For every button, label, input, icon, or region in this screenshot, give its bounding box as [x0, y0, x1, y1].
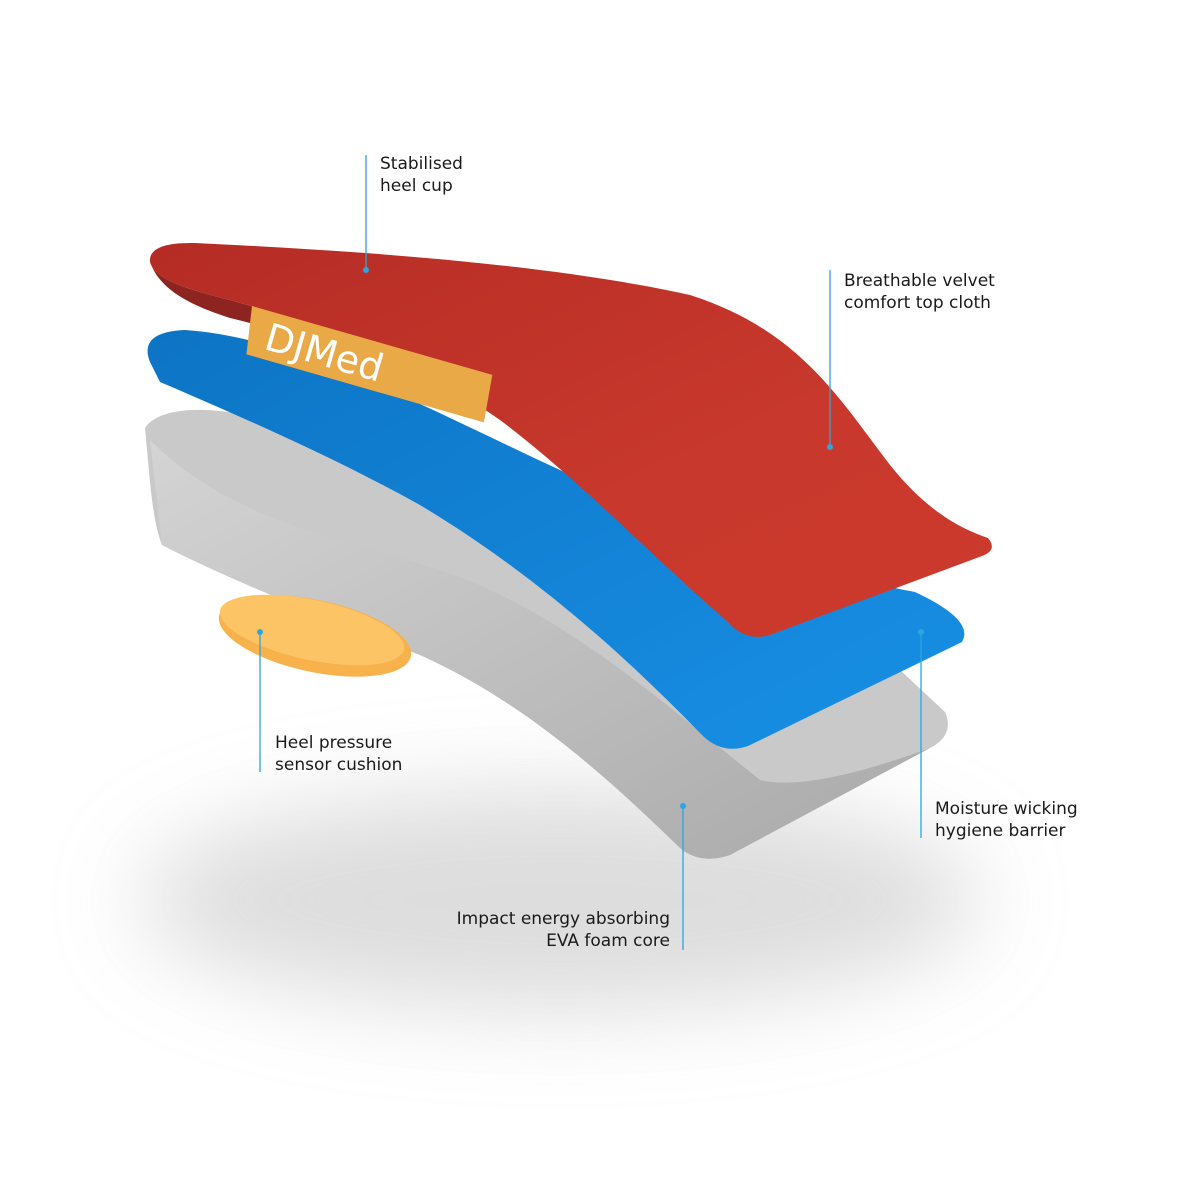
drop-shadow	[140, 790, 980, 1010]
eva-foam-side	[150, 440, 930, 859]
callout-line: Moisture wicking	[935, 799, 1078, 819]
leader-lines	[257, 155, 924, 950]
callout-heel-cushion: Heel pressure sensor cushion	[275, 732, 402, 776]
leader-dot-top-cloth	[827, 444, 833, 450]
callout-top-cloth: Breathable velvet comfort top cloth	[844, 270, 995, 314]
callout-line: Breathable velvet	[844, 271, 995, 291]
callout-hygiene-barrier: Moisture wicking hygiene barrier	[935, 798, 1078, 842]
leader-dot-heel-cushion	[257, 629, 263, 635]
callout-heel-cup: Stabilised heel cup	[380, 153, 463, 197]
callout-line: hygiene barrier	[935, 821, 1066, 841]
leader-dot-foam-core	[680, 803, 686, 809]
leader-dot-heel-cup	[363, 267, 369, 273]
callout-line: comfort top cloth	[844, 293, 991, 313]
callout-foam-core: Impact energy absorbing EVA foam core	[457, 908, 670, 952]
heel-cushion-top	[219, 594, 405, 666]
callout-line: Stabilised	[380, 154, 463, 174]
callout-line: Heel pressure	[275, 733, 393, 753]
callout-line: EVA foam core	[546, 931, 670, 951]
callout-line: Impact energy absorbing	[456, 909, 670, 929]
djmed-logo: DJMed	[246, 306, 493, 423]
callout-line: sensor cushion	[275, 755, 403, 775]
leader-dot-hygiene-barrier	[918, 629, 924, 635]
hygiene-barrier-layer	[147, 330, 965, 749]
callout-line: heel cup	[380, 176, 453, 196]
